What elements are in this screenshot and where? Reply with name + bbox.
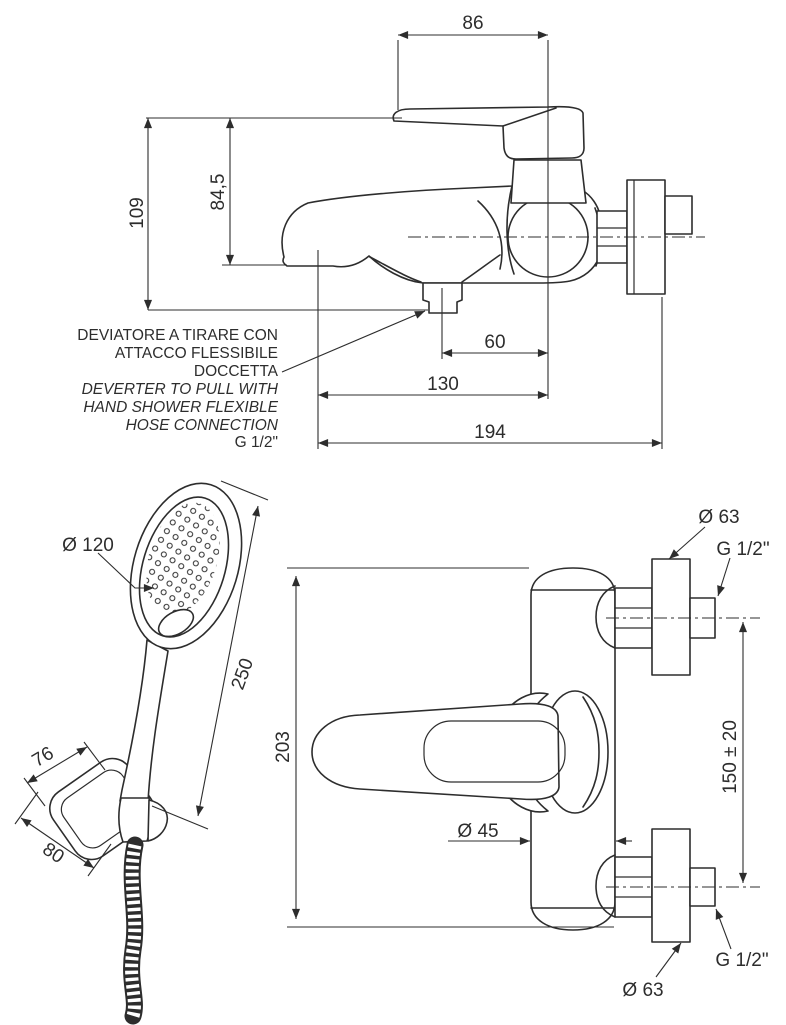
hose-fold-bulge: [147, 799, 169, 842]
upper-wall-flange: [651, 558, 691, 676]
dia63-top-leader: [668, 526, 706, 560]
g12-top-leader: [717, 557, 731, 597]
dim-text-dia63-top: Ø 63: [698, 507, 739, 528]
note-line-2: ATTACCO FLESSIBILE: [115, 345, 278, 362]
extension-lines: [287, 567, 614, 928]
note-line-1: DEVIATORE A TIRARE CON: [77, 327, 278, 344]
flexible-hose-corrugation: [125, 843, 142, 1018]
note-line-6: HOSE CONNECTION: [126, 417, 279, 434]
dim-text-250: 250: [228, 656, 259, 693]
side-thread-stub: [664, 195, 693, 235]
dim-text-86: 86: [462, 13, 483, 34]
dim-text-dia120: Ø 120: [62, 535, 114, 556]
dim-line-250: [195, 505, 261, 817]
dim-text-150: 150 ± 20: [720, 720, 741, 794]
dim-text-60: 60: [484, 332, 505, 353]
g12-bottom-leader: [715, 908, 732, 950]
note-line-4: DEVERTER TO PULL WITH: [82, 381, 279, 398]
side-view-dimensions: 86 109 84,5 60 130 194: [127, 13, 663, 449]
dia120-leader-line: [97, 552, 154, 593]
upper-pipe-dome: [595, 585, 616, 649]
body-contour-curves: [369, 185, 602, 283]
front-lever-handle: [311, 702, 560, 801]
extension-lines: [146, 40, 663, 449]
dim-text-dia45: Ø 45: [457, 821, 498, 842]
lower-pipe-dome: [595, 854, 616, 918]
lever-handle: [392, 105, 585, 160]
dim-text-dia63-bottom: Ø 63: [622, 980, 663, 1001]
hose-nut-cone: [118, 797, 152, 843]
dim-text-84-5: 84,5: [208, 174, 229, 211]
note-line-3: DOCCETTA: [194, 363, 279, 380]
dim-text-203: 203: [273, 731, 294, 763]
shower-face-oval-hole: [157, 608, 195, 638]
dim-text-194: 194: [474, 422, 506, 443]
dia63-bottom-leader: [655, 942, 682, 978]
front-lever-inset: [423, 720, 566, 783]
lower-wall-flange: [651, 828, 691, 943]
dim-line-76: [26, 746, 88, 784]
diverter-note: DEVIATORE A TIRARE CON ATTACCO FLESSIBIL…: [77, 310, 426, 451]
dim-text-g12-bottom: G 1/2": [715, 950, 768, 971]
note-line-7: G 1/2": [235, 434, 278, 451]
lever-crease-line: [502, 107, 557, 127]
front-view-dimensions: Ø 63 G 1/2" 203 150 ± 20 Ø 45 Ø 63 G 1/2…: [273, 507, 770, 1001]
side-view-drawing: [281, 105, 705, 314]
dim-text-80: 80: [38, 839, 67, 868]
note-leader-line: [281, 310, 426, 373]
dim-text-130: 130: [427, 374, 459, 395]
dim-text-109: 109: [127, 197, 148, 229]
note-line-5: HAND SHOWER FLEXIBLE: [83, 399, 278, 416]
lever-cap-contour: [582, 696, 600, 808]
shower-handle: [119, 639, 169, 803]
dim-text-g12-top: G 1/2": [716, 539, 769, 560]
dim-line-80: [20, 817, 95, 869]
front-view-drawing: [311, 558, 760, 943]
